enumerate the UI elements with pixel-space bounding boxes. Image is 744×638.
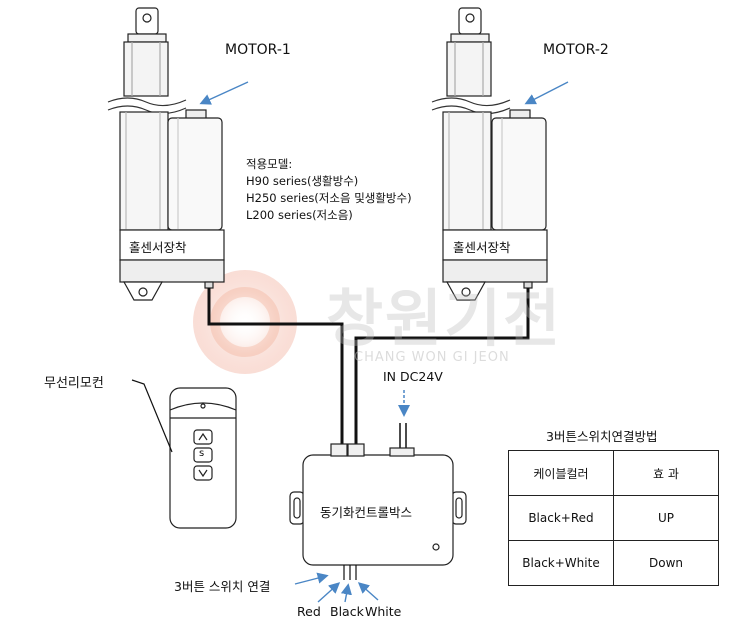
motor1-arrow-icon bbox=[199, 81, 249, 105]
table-row: Black+White Down bbox=[508, 540, 719, 586]
table-cell-color: Black+White bbox=[508, 540, 614, 586]
models-line-2: H250 series(저소음 및생활방수) bbox=[246, 191, 412, 205]
watermark-logo-icon bbox=[193, 270, 297, 374]
motor1-label: MOTOR-1 bbox=[225, 42, 291, 58]
power-cable bbox=[399, 423, 407, 450]
models-line-1: H90 series(생활방수) bbox=[246, 174, 359, 188]
remote-leader-line bbox=[131, 379, 173, 453]
hall-sensor-label-1: 홀센서장착 bbox=[129, 240, 187, 255]
remote-stop-button bbox=[193, 447, 213, 463]
motor2-label: MOTOR-2 bbox=[543, 42, 609, 58]
table-header-color: 케이블컬러 bbox=[508, 450, 614, 496]
table-row: Black+Red UP bbox=[508, 495, 719, 541]
black-wire-arrow-icon bbox=[340, 583, 352, 603]
blue-arrows bbox=[199, 81, 569, 603]
watermark-subtext: CHANG WON GI JEON bbox=[354, 350, 510, 365]
motor-2 bbox=[431, 7, 548, 301]
watermark-text: 창원기전 bbox=[326, 282, 563, 355]
power-label: IN DC24V bbox=[383, 369, 443, 384]
models-heading: 적용모델: bbox=[246, 157, 293, 171]
remote-label: 무선리모컨 bbox=[44, 376, 104, 391]
table-title: 3버튼스위치연결방법 bbox=[546, 429, 658, 444]
red-wire-arrow-icon bbox=[317, 582, 341, 603]
wiring-table: 케이블컬러 효 과 Black+Red UP Black+White Down bbox=[508, 450, 719, 586]
remote-stop-glyph: s bbox=[199, 448, 205, 459]
controller-label: 동기화컨트롤박스 bbox=[320, 505, 413, 520]
motor2-arrow-icon bbox=[524, 81, 569, 105]
switch-label: 3버튼 스위치 연결 bbox=[174, 579, 271, 594]
motor-cables bbox=[207, 288, 530, 445]
motor-1 bbox=[107, 7, 225, 301]
table-header-effect: 효 과 bbox=[613, 450, 719, 496]
control-box bbox=[289, 443, 467, 566]
wire-black-label: Black bbox=[330, 604, 364, 619]
remote-down-button bbox=[193, 465, 213, 481]
hall-sensor-label-2: 홀센서장착 bbox=[453, 240, 511, 255]
white-wire-arrow-icon bbox=[357, 582, 379, 601]
wire-white-label: White bbox=[365, 604, 402, 619]
switch-wires bbox=[343, 565, 357, 580]
remote-up-button bbox=[193, 429, 213, 445]
table-header-row: 케이블컬러 효 과 bbox=[508, 450, 719, 496]
table-cell-effect: UP bbox=[613, 495, 719, 541]
switch-arrow-icon bbox=[294, 572, 329, 585]
remote-control bbox=[169, 387, 237, 529]
models-line-3: L200 series(저소음) bbox=[246, 208, 353, 222]
table-cell-color: Black+Red bbox=[508, 495, 614, 541]
wire-red-label: Red bbox=[297, 604, 321, 619]
table-cell-effect: Down bbox=[613, 540, 719, 586]
